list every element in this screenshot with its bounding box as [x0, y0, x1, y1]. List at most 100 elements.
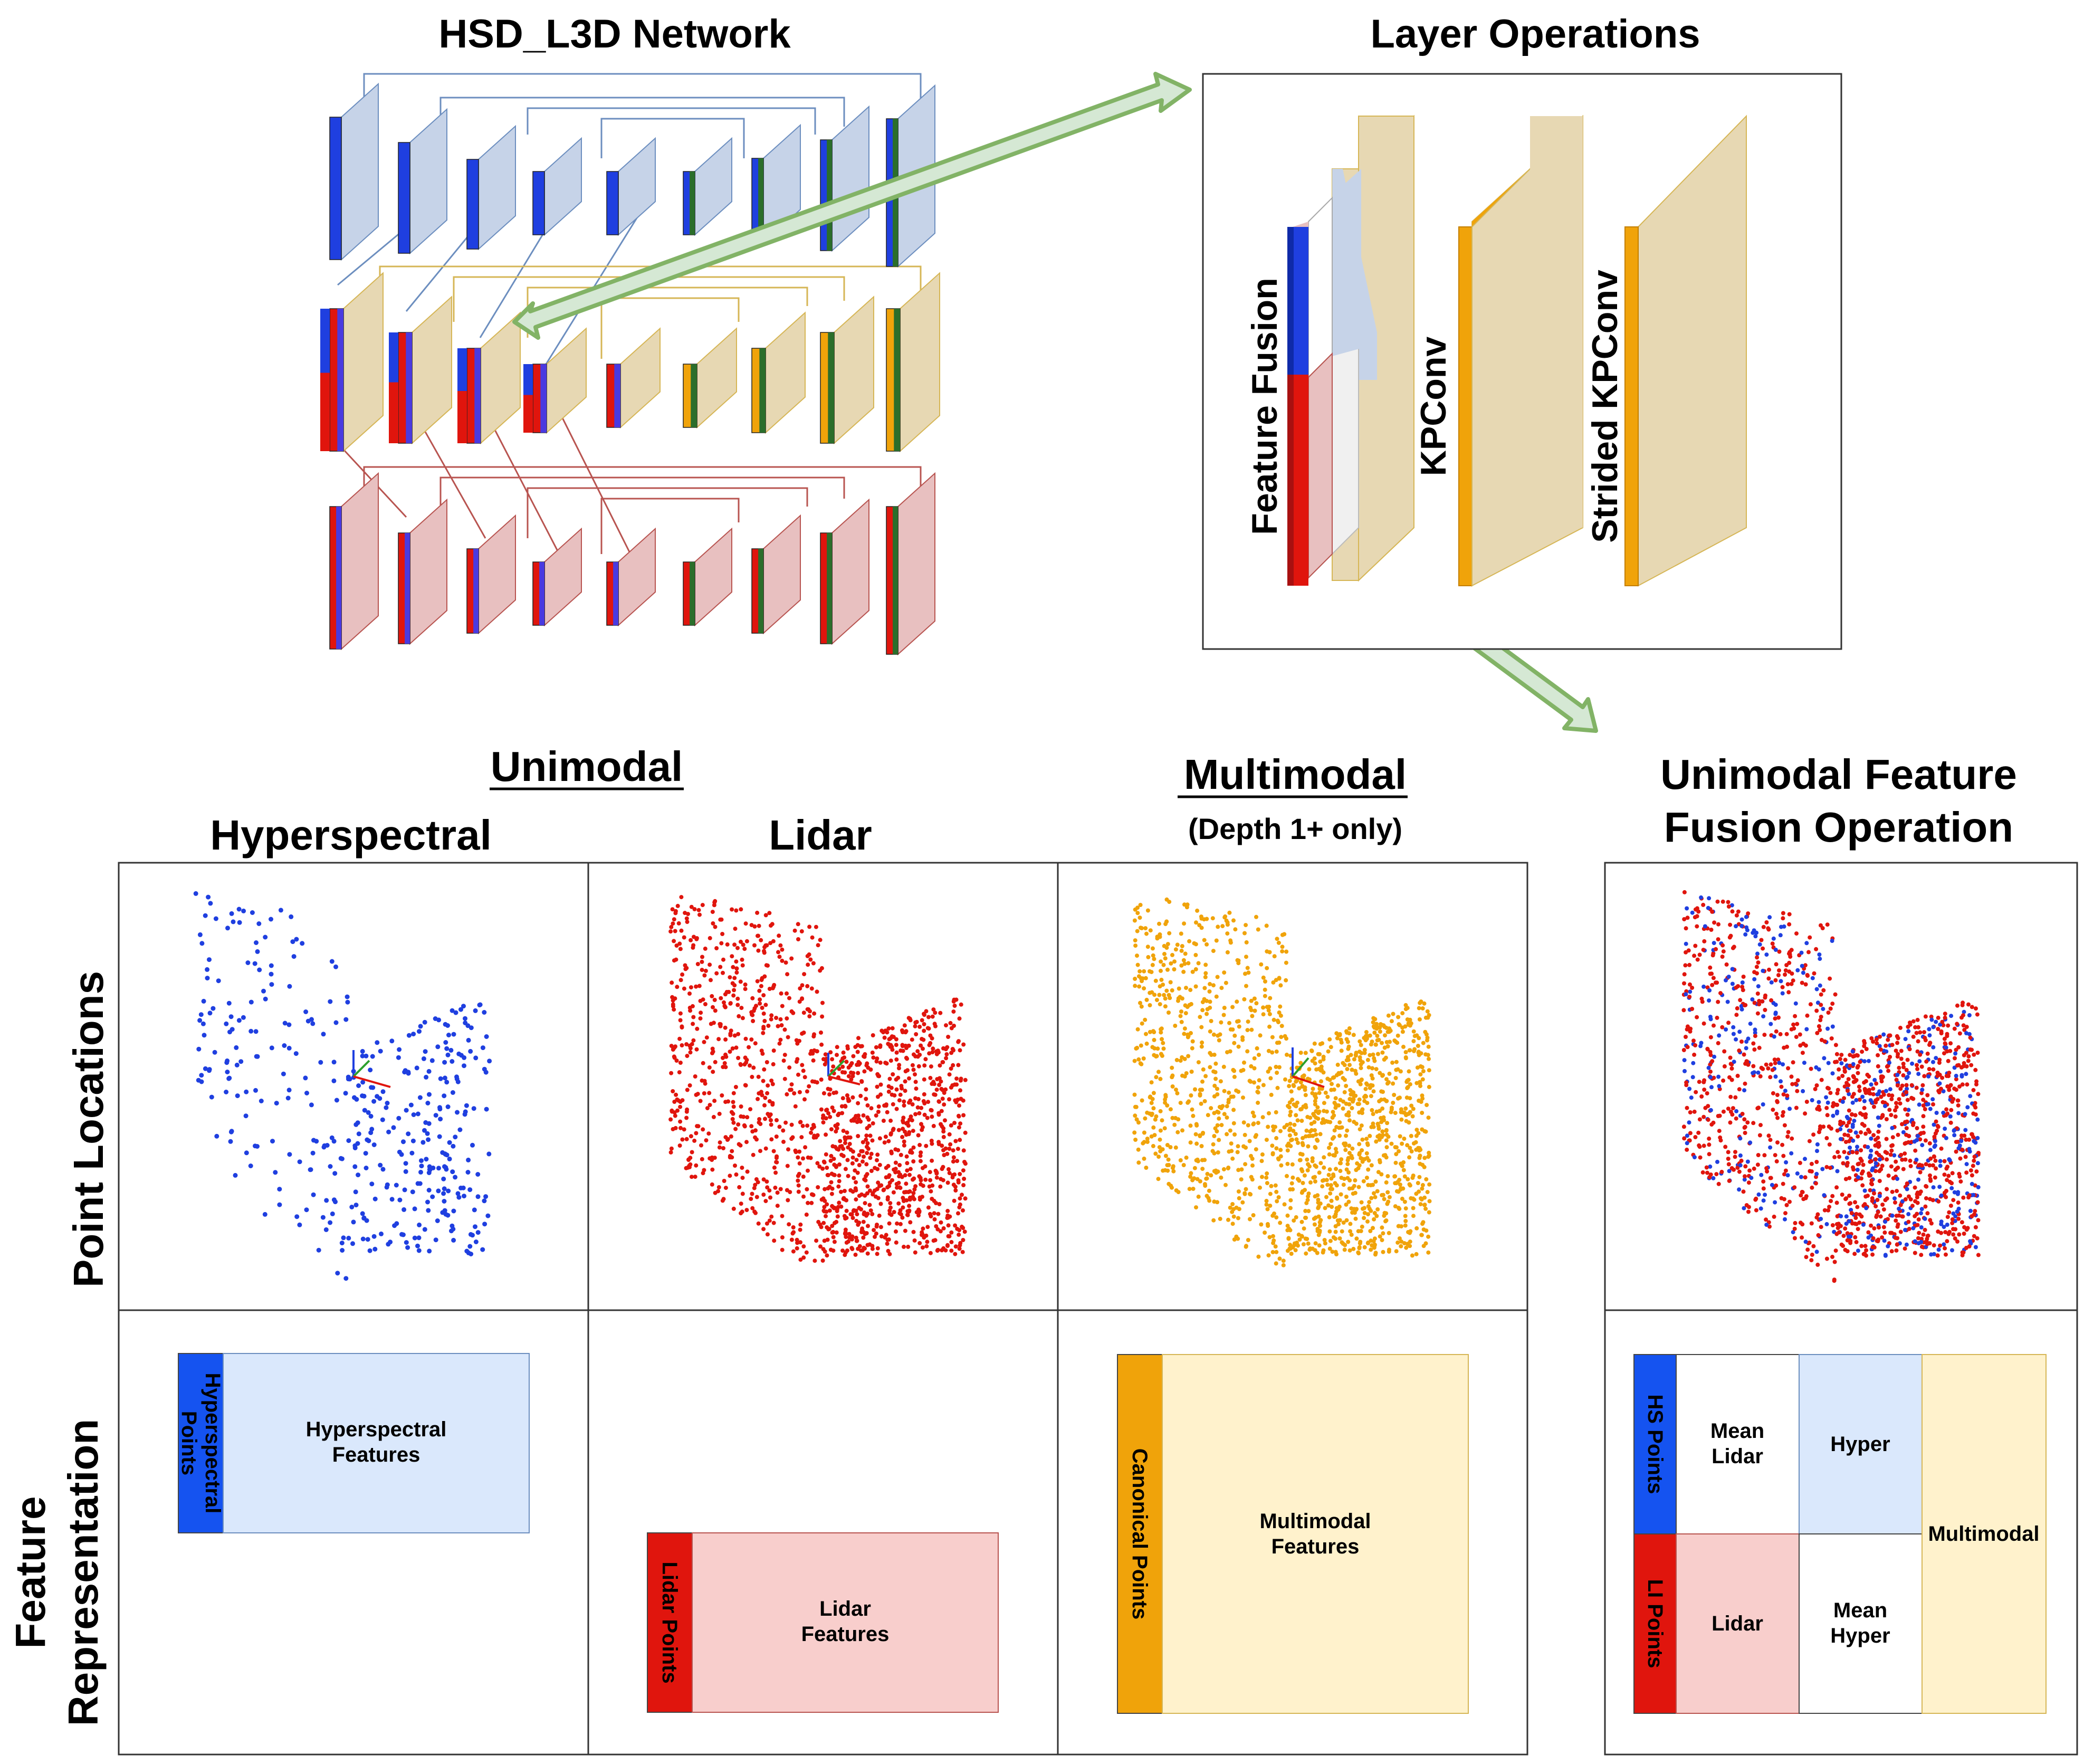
- fused-point-901: [1952, 1086, 1957, 1091]
- fused-point-1018: [1908, 1164, 1913, 1168]
- li-point-1455: [861, 1140, 865, 1145]
- li-point-1189: [752, 943, 757, 948]
- mm-point-1595: [1204, 1194, 1209, 1198]
- li-point-1479: [720, 932, 725, 936]
- mm-point-777: [1327, 1078, 1332, 1082]
- mm-point-1110: [1389, 1107, 1394, 1112]
- mm-point-1099: [1277, 976, 1282, 981]
- li-point-484: [678, 1119, 683, 1124]
- fused-point-965: [1879, 1167, 1884, 1171]
- li-point-177: [912, 1238, 917, 1243]
- li-point-1346: [900, 1043, 905, 1047]
- li-point-294: [700, 903, 705, 908]
- li-point-1386: [924, 1244, 929, 1248]
- hs-point-282: [464, 1103, 469, 1108]
- fused-point-215: [1756, 1192, 1761, 1197]
- li-point-1213: [887, 1180, 892, 1185]
- li-point-1413: [815, 1049, 819, 1054]
- li-point-961: [749, 1197, 753, 1202]
- li-point-1210: [775, 1154, 779, 1159]
- li-point-630: [738, 1062, 743, 1066]
- fused-point-1177: [1927, 1141, 1932, 1146]
- fused-point-1260: [1825, 922, 1830, 927]
- fused-point-698: [1763, 995, 1767, 1000]
- mm-point-387: [1403, 1223, 1408, 1228]
- mm-point-96: [1344, 1202, 1349, 1207]
- fused-point-1060: [1850, 1094, 1854, 1099]
- li-point-135: [946, 1223, 951, 1228]
- mm-point-571: [1380, 1193, 1384, 1197]
- fused-point-206: [1915, 1049, 1920, 1054]
- mm-point-588: [1330, 1205, 1334, 1209]
- mm-point-1329: [1136, 1120, 1141, 1125]
- li-point-278: [949, 1239, 954, 1244]
- li-point-372: [895, 1221, 900, 1226]
- hs-point-268: [209, 1094, 214, 1100]
- hs-point-83: [193, 891, 198, 896]
- hs-point-382: [254, 1054, 259, 1059]
- network-diagram: [320, 73, 940, 656]
- mm-point-1537: [1235, 958, 1240, 962]
- mm-point-778: [1168, 980, 1173, 985]
- mm-point-1158: [1352, 1057, 1356, 1062]
- fused-point-813: [1773, 1074, 1778, 1079]
- li-point-8: [952, 1004, 957, 1008]
- li-point-476: [865, 1212, 870, 1216]
- li-point-1406: [856, 1060, 861, 1064]
- mm-point-737: [1347, 1026, 1352, 1031]
- mm-point-38: [1166, 1157, 1171, 1162]
- hs-point-311: [329, 1135, 334, 1140]
- mm-point-1426: [1326, 1119, 1331, 1124]
- mm-point-1180: [1158, 1002, 1162, 1007]
- li-point-688: [893, 1147, 898, 1152]
- fused-point-1344: [1751, 1064, 1756, 1069]
- mm-point-883: [1380, 1106, 1385, 1111]
- mm-point-1279: [1210, 1149, 1215, 1153]
- fused-point-1357: [1831, 1101, 1836, 1105]
- mm-point-431: [1229, 1141, 1234, 1146]
- li-point-456: [763, 1003, 768, 1007]
- li-point-902: [837, 1162, 842, 1167]
- fused-point-298: [1941, 1023, 1946, 1027]
- fused-point-758: [1903, 1157, 1908, 1162]
- fused-point-1359: [1718, 1138, 1723, 1143]
- fused-point-1337: [1734, 985, 1738, 990]
- li-point-111: [761, 1177, 766, 1182]
- hs-point-357: [451, 1208, 456, 1214]
- fused-point-627: [1745, 1159, 1750, 1164]
- hs-point-364: [445, 1213, 451, 1218]
- fused-point-617: [1895, 1083, 1900, 1088]
- li-point-398: [875, 1252, 880, 1256]
- li-point-464: [957, 1246, 962, 1251]
- mm-point-1191: [1362, 1094, 1366, 1099]
- hs-point-227: [418, 1024, 423, 1029]
- fused-point-1225: [1928, 1156, 1933, 1161]
- mm-point-280: [1425, 1103, 1429, 1108]
- li-point-590: [734, 1045, 739, 1050]
- li-point-155: [837, 1179, 842, 1184]
- mm-point-1319: [1151, 953, 1155, 958]
- li-point-164: [875, 1152, 880, 1157]
- mm-point-1138: [1179, 963, 1184, 968]
- li-point-381: [800, 1031, 805, 1036]
- fused-point-1074: [1736, 909, 1741, 914]
- li-point-834: [789, 956, 794, 961]
- mm-point-850: [1180, 996, 1184, 1001]
- li-point-1318: [879, 1183, 884, 1188]
- fused-point-804: [1876, 1053, 1880, 1057]
- mm-point-1019: [1271, 1234, 1275, 1238]
- fused-point-1285: [1870, 1245, 1875, 1250]
- mm-point-285: [1274, 1064, 1278, 1069]
- hs-point-14: [234, 1062, 240, 1067]
- mm-point-826: [1393, 1111, 1398, 1115]
- mm-point-430: [1334, 1167, 1339, 1171]
- mm-point-1102: [1407, 1182, 1412, 1187]
- mm-point-671: [1294, 1113, 1298, 1118]
- mm-point-1111: [1345, 1040, 1350, 1044]
- mm-point-927: [1275, 1071, 1279, 1075]
- mm-point-1194: [1394, 1060, 1399, 1064]
- mm-point-10: [1163, 996, 1168, 1001]
- hs-point-6: [412, 1235, 417, 1241]
- li-point-676: [871, 1033, 875, 1037]
- li-point-349: [953, 1185, 958, 1189]
